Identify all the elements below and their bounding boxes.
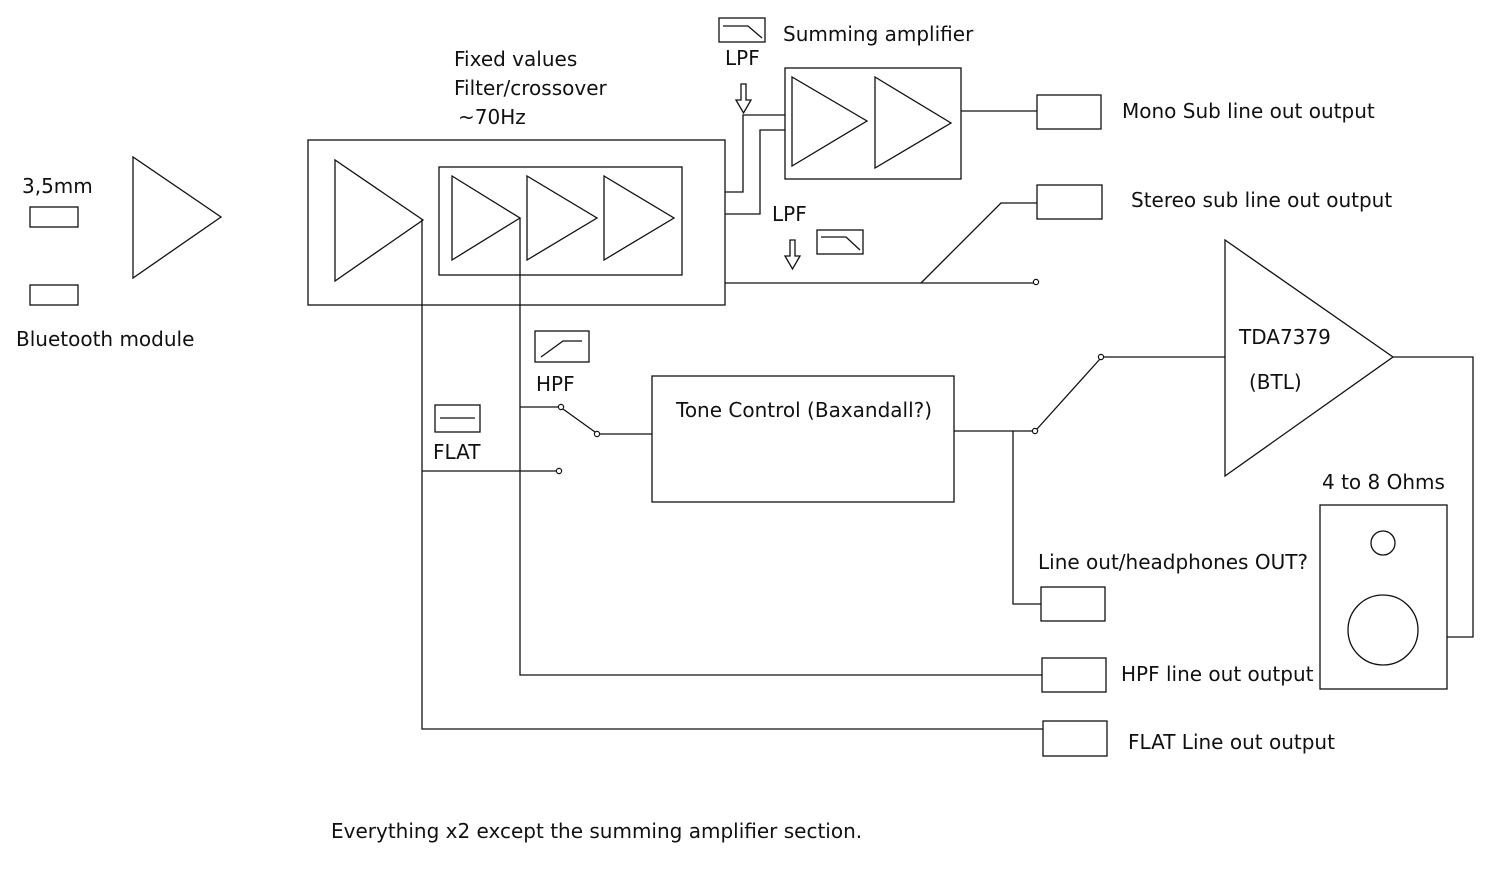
- power-amplifier: [1224, 238, 1395, 478]
- speaker-impedance-label: 4 to 8 Ohms: [1322, 470, 1445, 494]
- mono-sub-out-jack: [1036, 94, 1102, 130]
- flat-line-out-label: FLAT Line out output: [1128, 730, 1335, 754]
- bluetooth-module-box: [29, 284, 79, 306]
- speaker-cabinet: [1319, 504, 1448, 690]
- arrow-down-icon-top: [734, 83, 753, 115]
- input-35mm-label: 3,5mm: [22, 174, 93, 198]
- hpf-line-out-label: HPF line out output: [1121, 662, 1314, 686]
- stereo-sub-out-jack: [1036, 184, 1103, 220]
- crossover-input-amp: [334, 158, 425, 283]
- arrow-down-icon-mid: [783, 239, 802, 271]
- selector-switch-contact-flat: [555, 467, 563, 475]
- fixed-values-label: Fixed values: [454, 47, 577, 71]
- amp-mode-label: (BTL): [1249, 370, 1302, 394]
- lpf-response-icon-top: [718, 17, 766, 43]
- summing-amp-1: [791, 75, 869, 168]
- selector-switch-contact-hpf: [557, 403, 565, 411]
- flat-label: FLAT: [433, 440, 481, 464]
- amp-switch-pole: [1097, 353, 1105, 361]
- hpf-response-icon: [534, 330, 590, 363]
- stereo-sub-out-label: Stereo sub line out output: [1131, 188, 1392, 212]
- stereo-sub-switch-contact: [1032, 278, 1040, 286]
- lpf-label-mid: LPF: [772, 202, 807, 226]
- stereo-sub-switch-blade: [920, 202, 1037, 284]
- wire-lpf-right-to-sum: [725, 129, 785, 215]
- speaker-woofer-icon: [1347, 594, 1419, 666]
- tone-control-box: [651, 375, 955, 503]
- input-35mm-jack: [29, 206, 79, 228]
- summing-amp-2: [874, 75, 953, 170]
- selector-switch-common: [593, 430, 601, 438]
- wire-tone-to-lineout: [1012, 431, 1041, 605]
- hpf-curve-icon: [540, 340, 582, 358]
- hpf-label: HPF: [536, 372, 575, 396]
- filter-stage-amp-1: [451, 174, 522, 262]
- lpf-curve-icon-mid: [821, 236, 861, 251]
- filter-crossover-label: Filter/crossover: [454, 76, 608, 100]
- wire-flat-path: [421, 219, 1043, 730]
- filter-stage-amp-3: [603, 174, 676, 262]
- amp-switch-contact: [1031, 427, 1039, 435]
- mono-sub-out-label: Mono Sub line out output: [1122, 99, 1375, 123]
- summing-amplifier-label: Summing amplifier: [783, 22, 974, 46]
- filter-stage-amp-2: [526, 174, 599, 262]
- wire-hpf-path: [519, 218, 1042, 676]
- speaker-tweeter-icon: [1370, 530, 1396, 556]
- tone-control-label: Tone Control (Baxandall?): [675, 398, 932, 422]
- footnote: Everything x2 except the summing amplifi…: [331, 819, 862, 843]
- crossover-freq-label: ~70Hz: [458, 105, 526, 129]
- wire-lpf-left-to-sum: [725, 114, 785, 193]
- amp-chip-label: TDA7379: [1238, 325, 1331, 349]
- selector-switch-blade: [562, 408, 596, 433]
- amp-switch-blade: [1036, 358, 1101, 430]
- line-out-headphones-label: Line out/headphones OUT?: [1038, 550, 1308, 574]
- line-out-headphones-jack: [1040, 586, 1106, 622]
- lpf-curve-icon-top: [723, 25, 763, 39]
- lpf-label-top: LPF: [725, 46, 760, 70]
- lpf-response-icon-mid: [816, 229, 864, 255]
- bluetooth-label: Bluetooth module: [16, 327, 194, 351]
- flat-line-out-jack: [1042, 720, 1108, 757]
- wire-amp-to-speaker: [1393, 356, 1474, 638]
- hpf-line-out-jack: [1041, 657, 1107, 693]
- input-buffer-amp: [132, 155, 223, 280]
